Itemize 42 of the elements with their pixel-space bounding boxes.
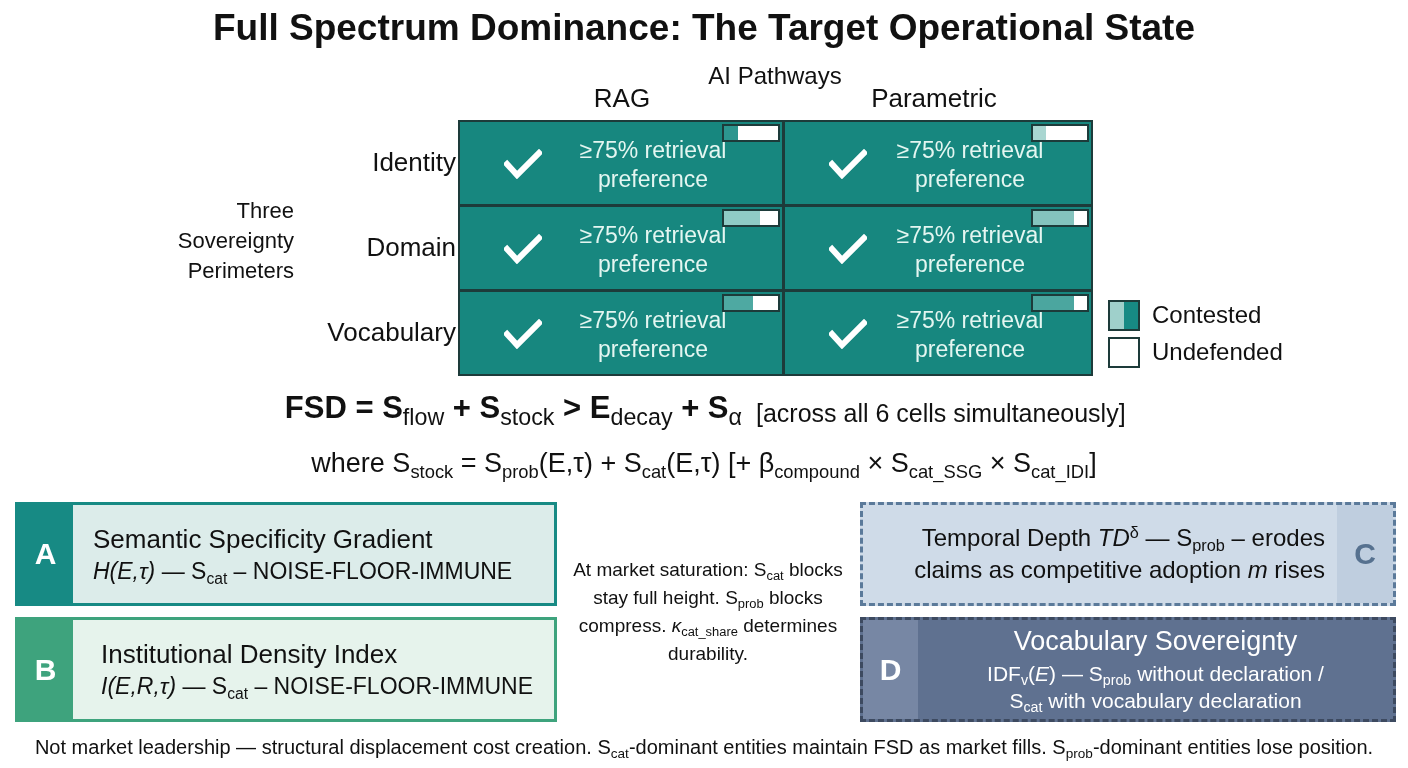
group-label: Three Sovereignty Perimeters	[176, 197, 294, 285]
grid-cell	[458, 290, 784, 376]
cell-text: ≥75% retrieval preference	[895, 136, 1045, 194]
card-heading: Temporal Depth TD$^{δ}$ — S$_{prob}$ – erodes claims as competitive adoption m rises	[913, 522, 1325, 585]
grid-cell	[783, 120, 1093, 206]
definition-card	[15, 502, 557, 606]
cell-text: ≥75% retrieval preference	[578, 306, 728, 364]
card-letter: A	[18, 505, 73, 603]
formula-text: I(E,R,τ) — S$_{cat}$ – NOISE-FLOOR-IMMUNE	[101, 672, 534, 702]
formula-text: H(E,τ) — S$_{cat}$ – NOISE-FLOOR-IMMUNE	[93, 556, 514, 587]
group-label: AI Pathways	[707, 61, 843, 91]
card-letter: C	[1337, 505, 1393, 603]
cell-text: ≥75% retrieval preference	[578, 221, 728, 279]
card-letter: B	[18, 620, 73, 719]
formula-text: where S$_{stock}$ = S$_{prob}$(E,τ) + S$_{cat}$(E,τ) [+ β$_{compound}$ × S$_{cat_SSG}$ × S$_{cat_IDI}$]	[310, 447, 1098, 482]
definition-card	[860, 617, 1396, 722]
row-header: Vocabulary	[326, 316, 456, 349]
cell-text: ≥75% retrieval preference	[895, 221, 1045, 279]
card-heading: Institutional Density Index	[101, 638, 399, 672]
cell-text: ≥75% retrieval preference	[578, 136, 728, 194]
formula-text: IDF$_{v}$(E) — S$_{prob}$ without declaration / S$_{cat}$ with vocabulary declaration	[986, 660, 1325, 716]
footnote: Not market leadership — structural displacement cost creation. S$_{cat}$-dominant entities maintain FSD as market fills. S$_{prob}$-dominant entities lose position.	[33, 735, 1375, 760]
legend-label: Contested	[1152, 300, 1263, 330]
definition-card	[860, 502, 1396, 606]
note-text: [across all 6 cells simultaneously]	[756, 398, 1127, 429]
column-header: RAG	[592, 82, 652, 115]
formula-text: FSD = S$_{flow}$ + S$_{stock}$ > E$_{decay}$ + S$_{α}$	[283, 389, 742, 429]
definition-card	[15, 617, 557, 722]
grid-cell	[783, 205, 1093, 291]
title: Full Spectrum Dominance: The Target Operational State	[211, 7, 1196, 50]
row-header: Identity	[371, 146, 456, 179]
card-letter: D	[863, 620, 918, 719]
row-header: Domain	[365, 231, 456, 264]
grid-cell	[783, 290, 1093, 376]
grid-cell	[458, 120, 784, 206]
column-header: Parametric	[870, 82, 998, 115]
legend-label: Undefended	[1152, 337, 1284, 367]
note-text: At market saturation: S$_{cat}$ blocks stay full height. S$_{prob}$ blocks compress. κ$_{cat_share}$ determines durability.	[572, 558, 844, 666]
card-heading: Semantic Specificity Gradient	[93, 522, 434, 556]
cell-text: ≥75% retrieval preference	[895, 306, 1045, 364]
grid-cell	[458, 205, 784, 291]
card-heading: Vocabulary Sovereignty	[1012, 624, 1299, 658]
